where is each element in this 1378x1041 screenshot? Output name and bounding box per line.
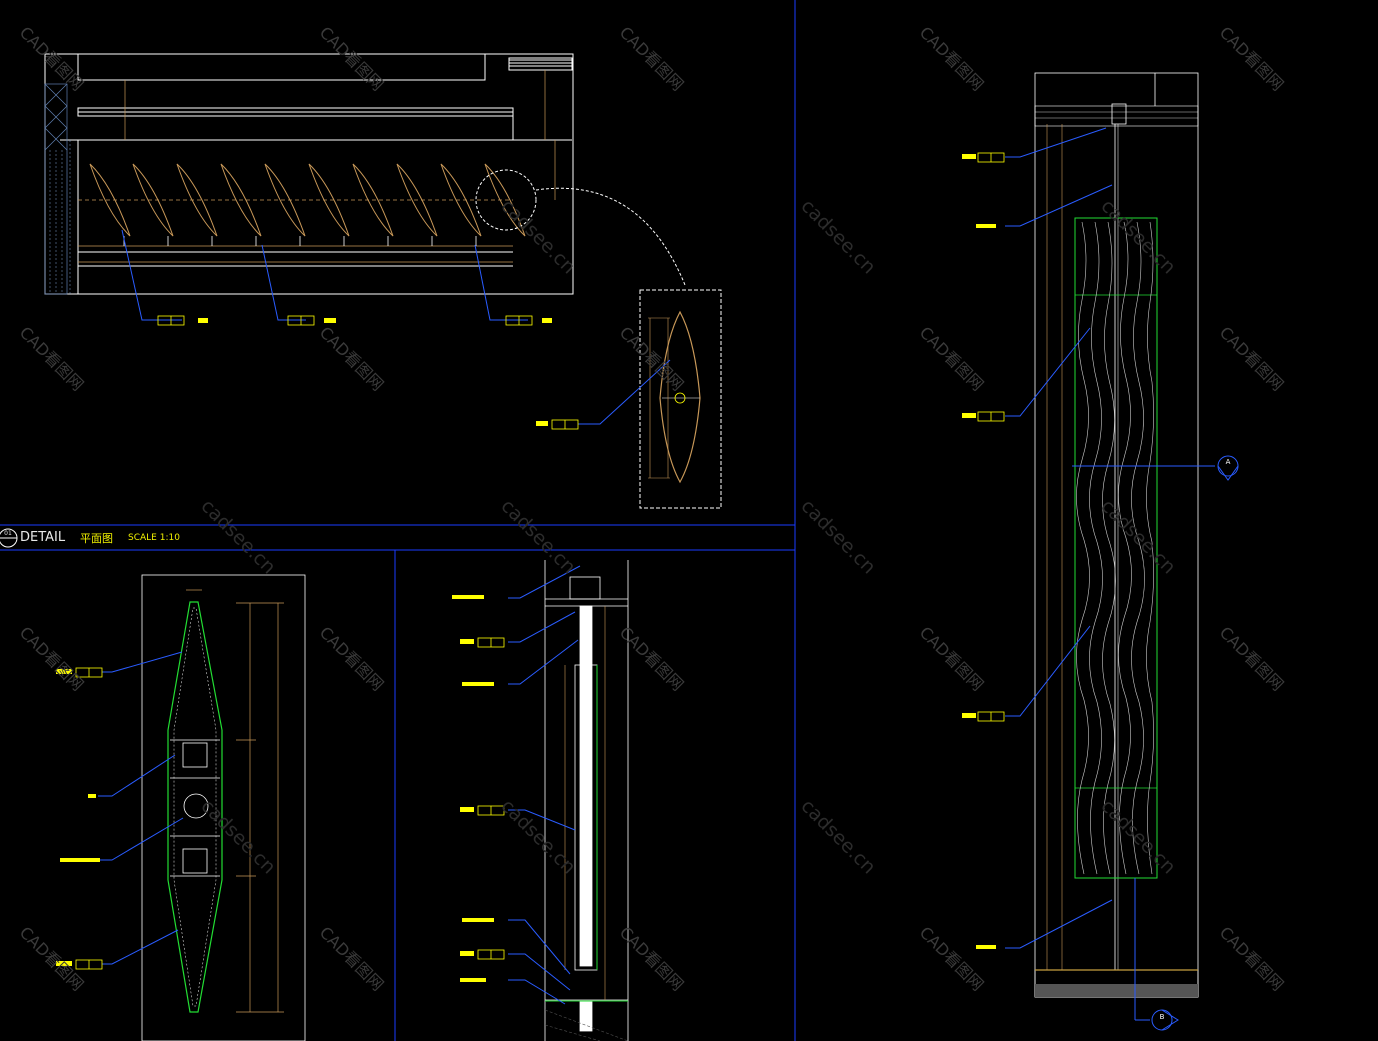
viewport-frame <box>0 0 796 1041</box>
elevation-view <box>977 72 1239 1031</box>
annotation-marks <box>56 154 996 982</box>
blade-section-plan <box>75 574 306 1041</box>
detail-label: DETAIL <box>20 530 66 545</box>
louvre-plan-view <box>44 53 686 326</box>
title-bubble <box>0 528 18 548</box>
drawing-name: 平面图 <box>80 532 113 545</box>
section-marker-a <box>1217 455 1239 481</box>
wood-grain-lines <box>1076 221 1154 875</box>
louvre-blades <box>89 163 526 237</box>
section-marker-b <box>1151 1009 1179 1031</box>
section-marker-b-label: B <box>1160 1013 1165 1021</box>
drawing-scale: SCALE 1:10 <box>128 533 180 543</box>
vertical-section <box>477 560 629 1041</box>
section-marker-a-label: A <box>1226 458 1231 466</box>
blade-enlarged-detail <box>551 289 722 509</box>
detail-number: 01 <box>4 530 12 537</box>
